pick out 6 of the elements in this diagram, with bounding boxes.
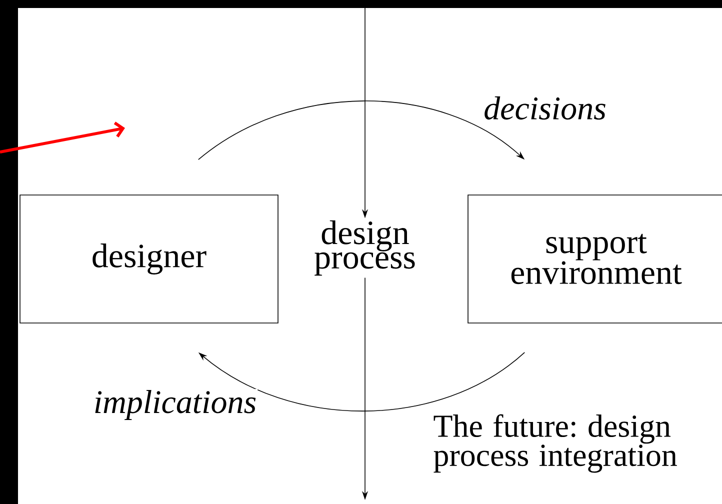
caption-text: The future: design process integration [434, 414, 677, 473]
edge-label: decisions [482, 95, 608, 121]
process-label: design process [314, 220, 415, 276]
edge-label: implications [92, 389, 258, 421]
process-box: support environment [468, 194, 722, 324]
process-box: designer [20, 194, 278, 324]
